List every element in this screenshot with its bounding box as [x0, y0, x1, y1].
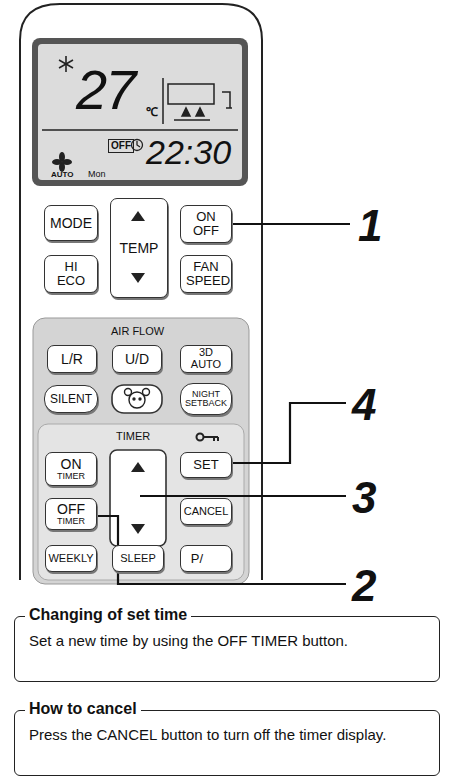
- button-label: TIMER: [57, 517, 85, 526]
- callout-number: 1: [358, 204, 382, 248]
- button-label: CANCEL: [184, 506, 229, 518]
- note-box: How to cancelPress the CANCEL button to …: [14, 710, 440, 776]
- louver-icon: [163, 78, 232, 124]
- lcd-fan-mode: AUTO: [51, 171, 74, 179]
- remote-button: WEEKLY: [45, 545, 97, 572]
- button-label: 3D AUTO: [186, 347, 226, 370]
- up-arrow: [131, 462, 145, 472]
- remote-button: P/: [180, 545, 232, 572]
- lcd-frame: [32, 38, 248, 186]
- timer-panel: [38, 424, 244, 580]
- button-label: SET: [193, 458, 218, 472]
- remote-button: TEMP: [110, 198, 168, 298]
- lcd-clock: 22:30: [146, 135, 231, 169]
- cool-icon: [59, 56, 73, 72]
- face-icon: [125, 389, 150, 409]
- remote-button: FAN SPEED: [180, 255, 232, 293]
- remote-button: U/D: [112, 345, 162, 373]
- button-label: TEMP: [120, 241, 159, 256]
- button-label: SLEEP: [120, 553, 155, 565]
- remote-button: ON OFF: [180, 205, 232, 243]
- remote-body: [20, 4, 262, 580]
- remote-button: 3D AUTO: [180, 345, 232, 373]
- button-label: HI ECO: [56, 260, 86, 287]
- note-heading: Changing of set time: [25, 606, 191, 624]
- note-heading: How to cancel: [25, 700, 141, 718]
- callout-number: 4: [352, 383, 376, 427]
- lcd-day: Mon: [88, 170, 106, 179]
- temp-arrow: [131, 211, 145, 221]
- button-label: L/R: [61, 352, 83, 367]
- lcd-screen: [38, 44, 242, 180]
- button-label: ON OFF: [191, 210, 221, 237]
- leader-line: [233, 403, 346, 463]
- lcd-unit: ℃: [146, 106, 158, 118]
- group-label: AIR FLOW: [111, 326, 164, 337]
- button-label: OFF: [57, 502, 85, 517]
- leader-line: [233, 223, 350, 225]
- callout-number: 3: [352, 476, 376, 520]
- callout-number: 2: [352, 564, 376, 608]
- button-label: ON: [61, 457, 82, 472]
- remote-button: HI ECO: [44, 255, 98, 293]
- button-label: FAN SPEED: [186, 260, 226, 287]
- button-label: SILENT: [50, 393, 92, 406]
- remote-button: ONTIMER: [45, 452, 97, 486]
- button-label: U/D: [125, 352, 149, 367]
- lcd-off-indicator: OFF: [108, 139, 134, 153]
- button-label: TIMER: [57, 472, 85, 481]
- button-label: P/: [191, 552, 203, 566]
- remote-button: CANCEL: [180, 498, 232, 525]
- remote-button: OFFTIMER: [45, 498, 97, 530]
- airflow-panel: [33, 318, 249, 584]
- remote-button: SLEEP: [112, 545, 164, 572]
- face-button: [112, 385, 162, 413]
- fan-icon: [52, 152, 72, 172]
- button-label: NIGHT SETBACK: [182, 390, 230, 409]
- remote-button: NIGHT SETBACK: [180, 383, 232, 415]
- note-box: Changing of set timeSet a new time by us…: [14, 616, 440, 682]
- note-body: Set a new time by using the OFF TIMER bu…: [29, 631, 348, 651]
- button-label: MODE: [50, 216, 92, 231]
- remote-button: SILENT: [44, 385, 98, 413]
- down-arrow: [131, 524, 145, 534]
- leader-line: [92, 516, 346, 584]
- button-label: WEEKLY: [48, 553, 93, 565]
- note-body: Press the CANCEL button to turn off the …: [29, 725, 386, 745]
- lcd-divider: [42, 129, 238, 131]
- leader-line: [140, 495, 346, 497]
- temp-arrow: [131, 273, 145, 283]
- group-label: TIMER: [116, 431, 150, 442]
- remote-button: MODE: [44, 205, 98, 241]
- remote-button: L/R: [47, 345, 97, 373]
- remote-button: SET: [180, 452, 232, 478]
- lcd-temperature: 27: [76, 62, 134, 118]
- key-icon: [197, 434, 219, 442]
